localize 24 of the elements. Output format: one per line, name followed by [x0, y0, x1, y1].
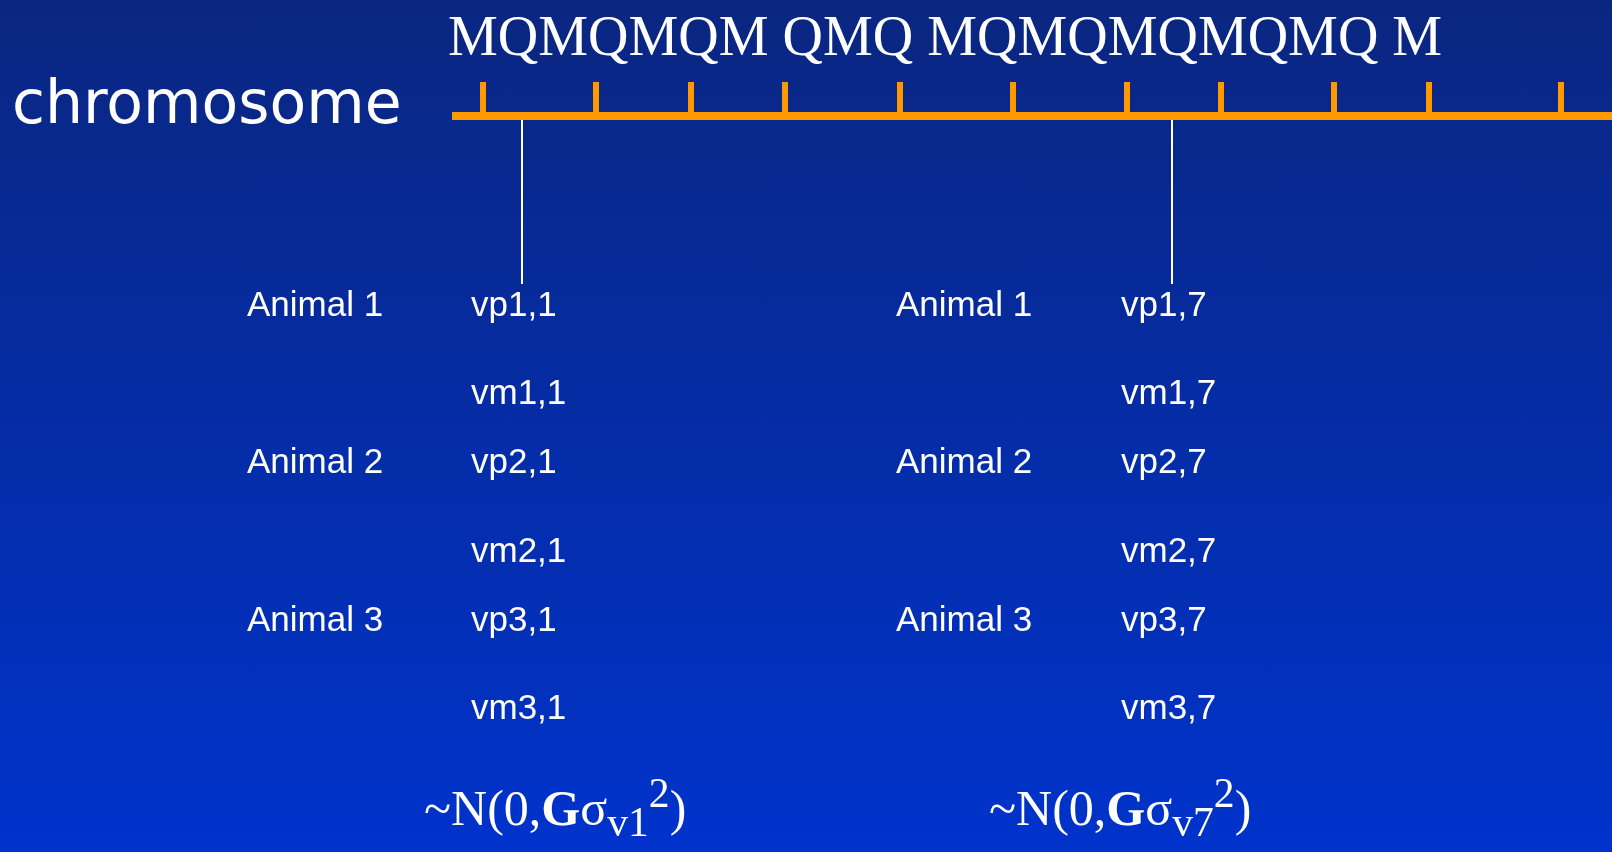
axis-label: chromosome	[12, 68, 402, 137]
animal-label: Animal 2	[896, 441, 1033, 482]
variable-label: vm2,1	[471, 530, 567, 571]
variable-label: vm2,7	[1121, 530, 1217, 571]
animal-label: Animal 1	[247, 284, 384, 325]
distribution-formula: ~N(0,Gσ$_{v1}$$^{2}$)	[424, 770, 687, 847]
variable-label: vm3,7	[1121, 687, 1217, 728]
animal-label: Animal 2	[247, 441, 384, 482]
marker-sequence: MQMQMQM QMQ MQMQMQMQMQ M	[448, 4, 1443, 69]
variable-label: vp3,1	[471, 599, 557, 640]
variable-label: vm1,1	[471, 372, 567, 413]
variable-label: vp2,1	[471, 441, 557, 482]
leader-line	[521, 119, 523, 285]
animal-label: Animal 3	[247, 599, 384, 640]
leader-line	[1171, 119, 1173, 285]
variable-label: vp1,1	[471, 284, 557, 325]
distribution-formula: ~N(0,Gσ$_{v7}$$^{2}$)	[989, 770, 1252, 847]
animal-label: Animal 1	[896, 284, 1033, 325]
variable-label: vp2,7	[1121, 441, 1207, 482]
variable-label: vp1,7	[1121, 284, 1207, 325]
variable-label: vp3,7	[1121, 599, 1207, 640]
variable-label: vm1,7	[1121, 372, 1217, 413]
variable-label: vm3,1	[471, 687, 567, 728]
animal-label: Animal 3	[896, 599, 1033, 640]
